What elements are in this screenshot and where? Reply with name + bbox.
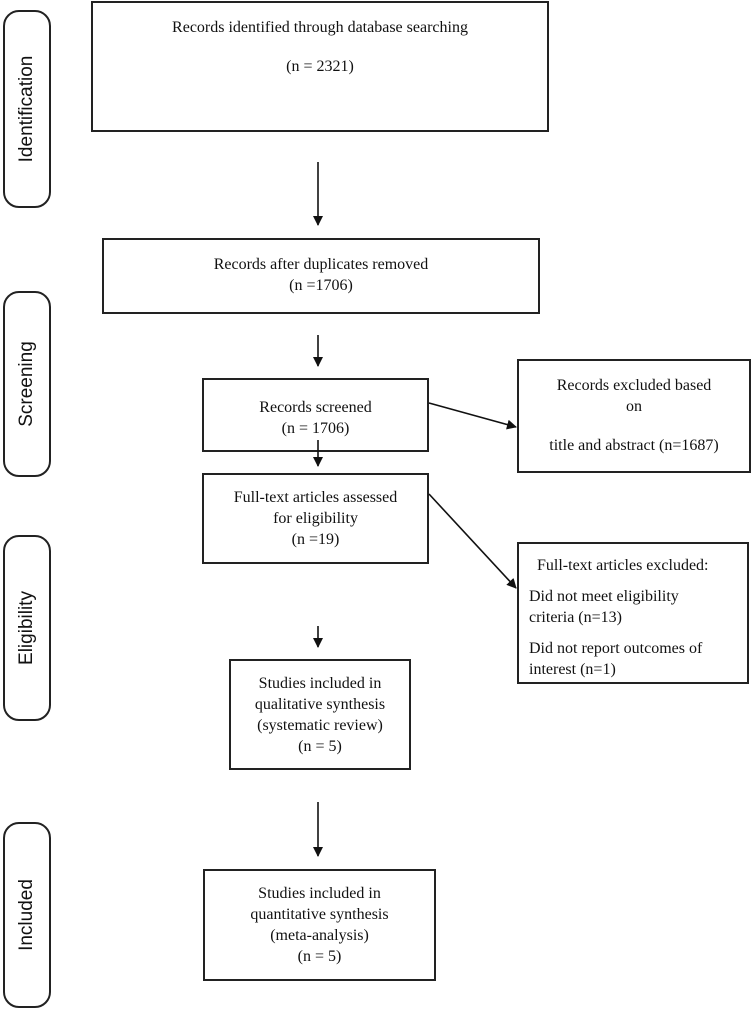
after-duplicates-text: Records after duplicates removed [213,256,429,273]
stage-identification: Identification [3,10,51,208]
box-qualitative-synthesis: Studies included in qualitative synthesi… [229,659,411,770]
stage-eligibility: Eligibility [3,535,51,721]
arrow-screened-to-excluded [428,402,517,430]
fulltext-assessed-line1: Full-text articles assessed [233,489,398,506]
qualitative-line2: qualitative synthesis [254,696,386,713]
fulltext-assessed-line2: for eligibility [273,510,358,527]
fulltext-assessed-count: (n =19) [291,531,340,548]
quantitative-line2: quantitative synthesis [250,906,389,923]
box-quantitative-synthesis: Studies included in quantitative synthes… [203,869,436,981]
quantitative-line3: (meta-analysis) [270,927,369,944]
fulltext-excluded-reason2b: interest (n=1) [529,661,616,678]
excluded-screening-line2: on [626,398,642,415]
fulltext-excluded-reason2a: Did not report outcomes of [529,640,703,657]
qualitative-line3: (systematic review) [257,717,383,734]
fulltext-excluded-title: Full-text articles excluded: [537,557,709,574]
excluded-screening-line1: Records excluded based [556,377,712,394]
fulltext-excluded-reason1a: Did not meet eligibility [529,588,679,605]
records-screened-text: Records screened [259,399,372,416]
records-identified-count: (n = 2321) [286,58,354,75]
records-identified-text: Records identified through database sear… [172,19,468,36]
box-records-screened: Records screened (n = 1706) [202,378,429,452]
excluded-screening-line3: title and abstract (n=1687) [549,437,719,454]
qualitative-count: (n = 5) [298,738,342,755]
box-records-identified: Records identified through database sear… [91,1,549,132]
qualitative-line1: Studies included in [258,675,382,692]
box-fulltext-assessed: Full-text articles assessed for eligibil… [202,473,429,564]
quantitative-count: (n = 5) [297,948,342,965]
quantitative-line1: Studies included in [258,885,381,902]
box-excluded-screening: Records excluded based on title and abst… [517,359,751,473]
stage-screening: Screening [3,291,51,477]
box-fulltext-excluded: Full-text articles excluded: Did not mee… [517,542,749,684]
records-screened-count: (n = 1706) [281,420,350,437]
fulltext-excluded-reason1b: criteria (n=13) [529,609,622,626]
stage-included: Included [3,822,51,1008]
box-after-duplicates: Records after duplicates removed (n =170… [102,238,540,314]
after-duplicates-count: (n =1706) [289,277,353,294]
arrow-fulltext-to-excluded [428,493,517,589]
